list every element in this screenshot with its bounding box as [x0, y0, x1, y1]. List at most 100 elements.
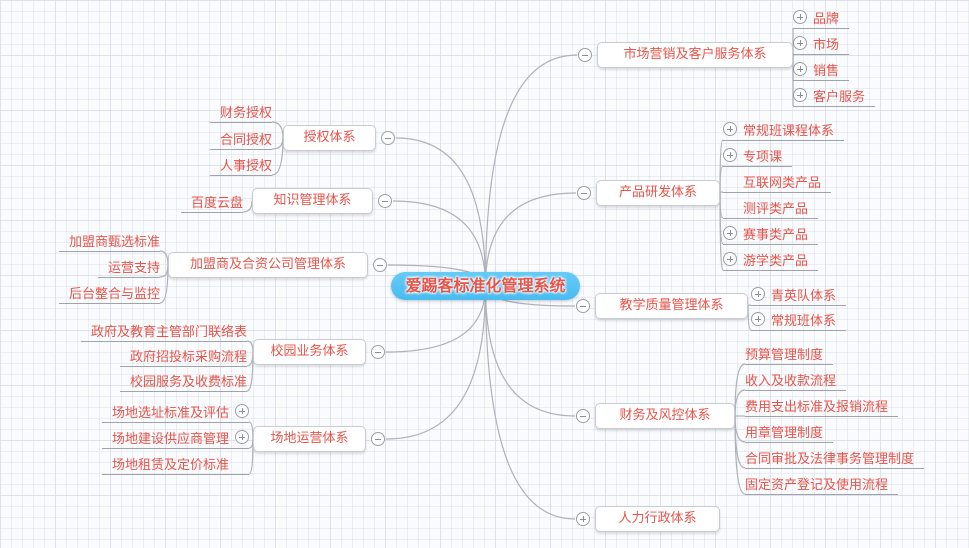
branch-label: 财务及风控体系 [619, 408, 711, 423]
leaf-node[interactable]: 预算管理制度 [745, 342, 834, 365]
leaf-node[interactable]: 后台整合与监控 [58, 281, 160, 304]
leaf-node[interactable]: 合同授权 [209, 127, 272, 150]
branch-product-rnd[interactable]: 产品研发体系 [577, 180, 720, 206]
expand-icon[interactable] [235, 430, 249, 444]
leaf-node[interactable]: 游学类产品 [723, 248, 819, 271]
expand-icon[interactable] [576, 512, 590, 526]
leaf-label: 预算管理制度 [745, 347, 824, 363]
branch-hr-admin[interactable]: 人力行政体系 [576, 506, 720, 532]
leaf-node[interactable]: 专项课 [723, 144, 793, 167]
leaf-node[interactable]: 运营支持 [97, 255, 160, 278]
leaf-node[interactable]: 政府招投标采购流程 [119, 344, 247, 367]
leaf-node[interactable]: 政府及教育主管部门联络表 [80, 319, 247, 342]
collapse-icon[interactable] [378, 194, 392, 208]
branch-authorization[interactable]: 授权体系 [283, 125, 395, 151]
leaf-label: 场地租赁及定价标准 [111, 457, 229, 473]
branch-marketing-customer-service[interactable]: 市场营销及客户服务体系 [578, 42, 793, 68]
collapse-icon[interactable] [576, 299, 590, 313]
leaf-label: 加盟商甄选标准 [68, 234, 160, 250]
branch-label: 加盟商及合资公司管理体系 [189, 257, 346, 272]
leaf-label: 收入及收款流程 [745, 373, 837, 389]
collapse-icon[interactable] [373, 258, 387, 272]
leaf-node[interactable]: 赛事类产品 [723, 222, 819, 245]
branch-label: 教学质量管理体系 [619, 298, 724, 313]
collapse-icon[interactable] [578, 48, 592, 62]
branch-label: 校园业务体系 [270, 344, 349, 359]
leaf-label: 互联网类产品 [743, 175, 822, 191]
leaf-node[interactable]: 校园服务及收费标准 [119, 369, 247, 392]
leaf-node[interactable]: 用章管理制度 [745, 420, 834, 443]
branch-label: 授权体系 [303, 130, 356, 145]
expand-icon[interactable] [793, 62, 807, 76]
leaf-node[interactable]: 合同审批及法律事务管理制度 [745, 446, 925, 469]
leaf-label: 客户服务 [813, 89, 866, 105]
leaf-label: 政府及教育主管部门联络表 [90, 324, 247, 340]
collapse-icon[interactable] [371, 345, 385, 359]
leaf-label: 测评类产品 [743, 201, 809, 217]
branch-label: 人力行政体系 [618, 511, 697, 526]
expand-icon[interactable] [723, 252, 737, 266]
leaf-node[interactable]: 客户服务 [793, 84, 876, 107]
branch-franchise-jv[interactable]: 加盟商及合资公司管理体系 [168, 252, 387, 278]
leaf-label: 青英队体系 [771, 288, 837, 304]
leaf-node[interactable]: 场地选址标准及评估 [101, 400, 249, 423]
leaf-label: 校园服务及收费标准 [129, 374, 247, 390]
collapse-icon[interactable] [371, 432, 385, 446]
leaf-node[interactable]: 场地建设供应商管理 [101, 426, 249, 449]
leaf-label: 费用支出标准及报销流程 [745, 399, 889, 415]
branch-venue-operations[interactable]: 场地运营体系 [253, 426, 385, 452]
collapse-icon[interactable] [577, 186, 591, 200]
leaf-label: 用章管理制度 [745, 425, 824, 441]
leaf-label: 常规班体系 [771, 313, 837, 329]
leaf-node[interactable]: 销售 [793, 58, 850, 81]
leaf-node[interactable]: 场地租赁及定价标准 [101, 452, 249, 475]
leaf-label: 游学类产品 [743, 253, 809, 269]
collapse-icon[interactable] [381, 131, 395, 145]
leaf-label: 场地建设供应商管理 [111, 431, 229, 447]
collapse-icon[interactable] [576, 409, 590, 423]
expand-icon[interactable] [751, 287, 765, 301]
leaf-label: 人事授权 [219, 158, 272, 174]
expand-icon[interactable] [793, 10, 807, 24]
leaf-node[interactable]: 人事授权 [209, 153, 272, 176]
expand-icon[interactable] [723, 148, 737, 162]
leaf-node[interactable]: 常规班体系 [751, 308, 847, 331]
leaf-label: 赛事类产品 [743, 227, 809, 243]
leaf-label: 财务授权 [219, 105, 272, 121]
leaf-label: 销售 [813, 63, 840, 79]
expand-icon[interactable] [723, 226, 737, 240]
expand-icon[interactable] [793, 36, 807, 50]
leaf-node[interactable]: 品牌 [793, 6, 850, 29]
leaf-node[interactable]: 常规班课程体系 [723, 118, 845, 141]
branch-knowledge-management[interactable]: 知识管理体系 [252, 188, 392, 214]
leaf-node[interactable]: 固定资产登记及使用流程 [745, 472, 899, 495]
leaf-label: 常规班课程体系 [743, 123, 835, 139]
leaf-node[interactable]: 青英队体系 [751, 283, 847, 306]
branch-finance-risk[interactable]: 财务及风控体系 [576, 403, 735, 429]
branch-label: 市场营销及客户服务体系 [623, 47, 767, 62]
leaf-label: 政府招投标采购流程 [129, 349, 247, 365]
leaf-label: 专项课 [743, 149, 783, 165]
branch-campus-business[interactable]: 校园业务体系 [253, 339, 385, 365]
leaf-node[interactable]: 百度云盘 [180, 190, 243, 213]
branch-teaching-quality[interactable]: 教学质量管理体系 [576, 293, 748, 319]
leaf-label: 市场 [813, 37, 840, 53]
expand-icon[interactable] [793, 88, 807, 102]
branch-label: 产品研发体系 [618, 185, 697, 200]
leaf-node[interactable]: 测评类产品 [723, 196, 819, 219]
expand-icon[interactable] [235, 404, 249, 418]
leaf-node[interactable]: 费用支出标准及报销流程 [745, 394, 899, 417]
leaf-node[interactable]: 加盟商甄选标准 [58, 229, 160, 252]
leaf-node[interactable]: 收入及收款流程 [745, 368, 847, 391]
leaf-node[interactable]: 互联网类产品 [723, 170, 832, 193]
expand-icon[interactable] [751, 312, 765, 326]
leaf-node[interactable]: 市场 [793, 32, 850, 55]
expand-icon[interactable] [723, 122, 737, 136]
leaf-label: 固定资产登记及使用流程 [745, 477, 889, 493]
leaf-label: 合同审批及法律事务管理制度 [745, 451, 915, 467]
leaf-label: 运营支持 [107, 260, 160, 276]
leaf-label: 百度云盘 [190, 195, 243, 211]
leaf-node[interactable]: 财务授权 [209, 100, 272, 123]
root-node[interactable]: 爱踢客标准化管理系统 [391, 272, 580, 300]
